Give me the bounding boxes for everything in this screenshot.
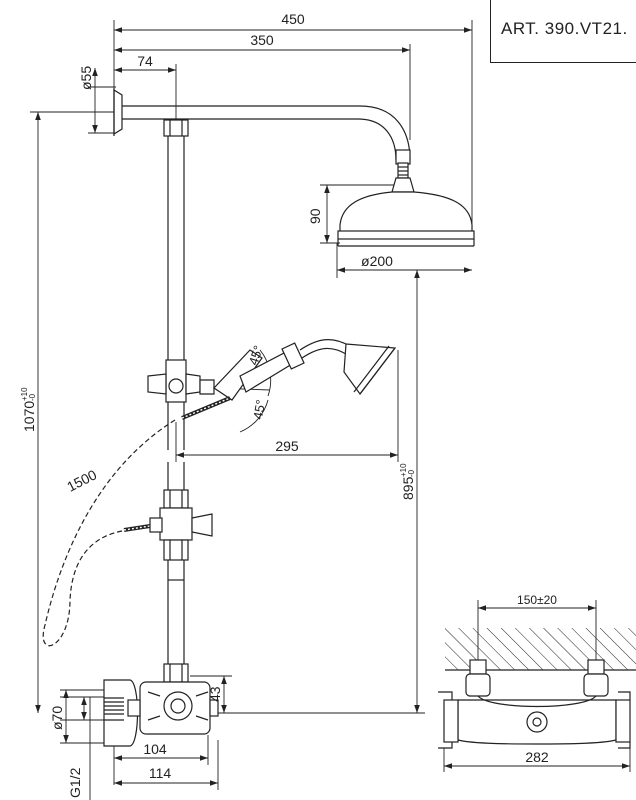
shower-arm — [113, 88, 411, 179]
dim-connection: G1/2 — [67, 767, 83, 798]
dimension-labels: 450 350 74 ø55 90 ø200 45° 45° 295 1500 … — [20, 11, 557, 798]
dim-mixer-width: 104 — [143, 741, 167, 757]
dim-head-height: 90 — [307, 208, 323, 224]
article-number: ART. 390.VT21. — [501, 19, 628, 38]
shower-hose — [42, 396, 231, 647]
riser-pipe — [167, 136, 185, 664]
thermostatic-mixer — [103, 663, 219, 747]
dim-total-height-group: 1070 +10 -0 — [20, 387, 37, 432]
dim-total-height-tol2: -0 — [28, 393, 37, 401]
dim-inlet-spacing: 150±20 — [517, 593, 557, 607]
handshower-holder — [147, 349, 263, 403]
dim-head-from-mixer-group: 895 +10 -0 — [399, 463, 416, 500]
dim-wall-flange-diameter: ø70 — [49, 706, 65, 730]
dim-holder-to-handshower: 295 — [275, 438, 299, 454]
dim-angle-bottom: 45° — [250, 399, 268, 421]
dim-total-height: 1070 — [21, 401, 37, 432]
dim-mixer-total-width: 282 — [525, 749, 549, 765]
dim-flange-diameter: ø55 — [78, 66, 94, 90]
dim-mixer-offset: 43 — [207, 686, 223, 702]
dim-head-from-mixer-tol2: -0 — [407, 469, 416, 477]
dim-angle-top: 45° — [246, 344, 266, 367]
dim-head-diameter: ø200 — [361, 253, 393, 269]
dim-total-height-tol: +10 — [20, 387, 29, 401]
dim-wall-to-pipe: 74 — [137, 53, 153, 69]
article-box — [490, 0, 636, 63]
dim-arm-length: 350 — [250, 32, 274, 48]
dimension-lines — [30, 20, 473, 800]
shower-head — [337, 177, 475, 247]
diverter-valve — [149, 489, 213, 561]
dim-total-width: 450 — [281, 11, 305, 27]
dim-head-from-mixer: 895 — [400, 476, 416, 500]
mixer-wall-view — [438, 600, 636, 772]
hand-shower — [239, 339, 397, 396]
dim-mixer-depth: 114 — [149, 765, 172, 781]
dim-hose-length: 1500 — [64, 466, 99, 494]
dim-head-from-mixer-tol: +10 — [399, 463, 408, 477]
